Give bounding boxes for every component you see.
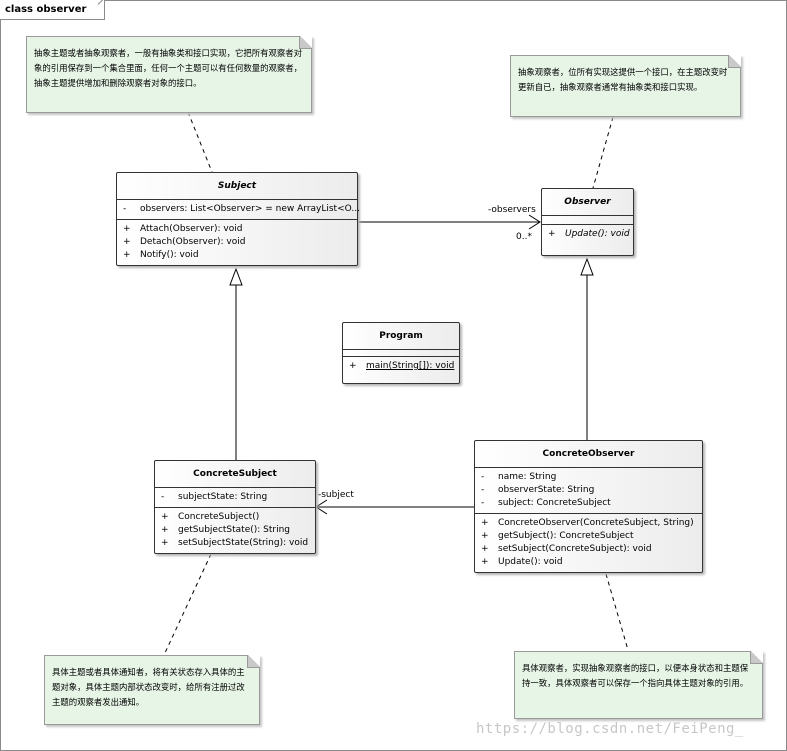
class-name: ConcreteSubject xyxy=(155,461,315,488)
operation: setSubject(ConcreteSubject): void xyxy=(498,544,652,554)
visibility: - xyxy=(481,498,485,508)
class-subject[interactable]: Subject - observers: List<Observer> = ne… xyxy=(116,172,360,266)
attribute-row: - observerState: String xyxy=(479,484,698,497)
class-program[interactable]: Program + main(String[]): void xyxy=(342,322,460,384)
visibility: + xyxy=(481,518,489,528)
class-name: ConcreteObserver xyxy=(475,441,702,468)
visibility: + xyxy=(548,229,556,239)
note-anchor-subject xyxy=(187,111,213,173)
visibility: + xyxy=(481,531,489,541)
operation: ConcreteSubject() xyxy=(178,512,260,522)
operations-compartment: + main(String[]): void xyxy=(343,356,459,383)
operation: getSubject(): ConcreteSubject xyxy=(498,531,634,541)
class-name: Subject xyxy=(117,173,357,200)
attributes-compartment: - name: String - observerState: String -… xyxy=(475,468,702,513)
class-concrete-observer[interactable]: ConcreteObserver - name: String - observ… xyxy=(474,440,703,573)
operations-compartment: + ConcreteObserver(ConcreteSubject, Stri… xyxy=(475,513,702,572)
visibility: + xyxy=(161,538,169,548)
note-text: 具体观察者，实现抽象观察者的接口，以便本身状态和主题保持一致，具体观察者可以保存… xyxy=(522,663,749,688)
visibility: + xyxy=(123,250,131,260)
operation-row: + Update(): void xyxy=(479,556,698,569)
note-fold xyxy=(728,55,741,68)
operation: Update(): void xyxy=(565,229,630,239)
note-text: 抽象观察者，位所有实现这提供一个接口，在主题改变时更新自已，抽象观察者通常有抽象… xyxy=(518,67,728,92)
arrowhead-subject xyxy=(315,499,328,515)
attribute-row: - subjectState: String xyxy=(159,491,311,504)
operation-row: + setSubject(ConcreteSubject): void xyxy=(479,543,698,556)
frame-title: class observer xyxy=(0,0,106,20)
note-concrete-subject: 具体主题或者具体通知者，将有关状态存入具体的主题对象，具体主题内部状态改变时，给… xyxy=(44,655,260,725)
visibility: + xyxy=(481,557,489,567)
operation-row: + Notify(): void xyxy=(121,249,353,262)
operation-row: + Attach(Observer): void xyxy=(121,223,353,236)
attribute: observers: List<Observer> = new ArrayLis… xyxy=(140,204,360,214)
attributes-compartment xyxy=(542,216,633,224)
visibility: + xyxy=(123,237,131,247)
attribute: name: String xyxy=(498,472,557,482)
operation-row: + ConcreteSubject() xyxy=(159,511,311,524)
visibility: - xyxy=(481,472,485,482)
operation-row: + ConcreteObserver(ConcreteSubject, Stri… xyxy=(479,517,698,530)
attribute: subjectState: String xyxy=(178,492,268,502)
operation: Notify(): void xyxy=(140,250,199,260)
operation: ConcreteObserver(ConcreteSubject, String… xyxy=(498,518,694,528)
realization-arrow-observer xyxy=(580,257,594,276)
note-anchor-concretesubject xyxy=(163,553,212,656)
watermark: https://blog.csdn.net/FeiPeng_ xyxy=(476,721,744,737)
operation-row: + Detach(Observer): void xyxy=(121,236,353,249)
note-text: 具体主题或者具体通知者，将有关状态存入具体的主题对象，具体主题内部状态改变时，给… xyxy=(52,667,245,707)
note-text: 抽象主题或者抽象观察者，一般有抽象类和接口实现，它把所有观察者对象的引用保存到一… xyxy=(34,48,302,88)
attribute-row: - observers: List<Observer> = new ArrayL… xyxy=(121,203,360,216)
operations-compartment: + ConcreteSubject() + getSubjectState():… xyxy=(155,507,315,553)
visibility: - xyxy=(123,204,127,214)
class-concrete-subject[interactable]: ConcreteSubject - subjectState: String +… xyxy=(154,460,316,554)
operation-row: + main(String[]): void xyxy=(347,360,455,373)
note-anchor-concreteobserver xyxy=(605,573,629,651)
visibility: + xyxy=(123,224,131,234)
class-name: Program xyxy=(343,323,459,350)
association-role-observers: -observers xyxy=(488,205,536,215)
note-fold xyxy=(299,36,312,49)
visibility: + xyxy=(161,525,169,535)
arrowhead-observers xyxy=(528,214,541,230)
note-anchor-observer xyxy=(592,116,614,189)
generalization-arrow-subject xyxy=(229,267,243,286)
operations-compartment: + Update(): void xyxy=(542,224,633,255)
note-fold xyxy=(750,651,763,664)
attributes-compartment: - subjectState: String xyxy=(155,488,315,507)
operation-row: + getSubject(): ConcreteSubject xyxy=(479,530,698,543)
visibility: + xyxy=(161,512,169,522)
attributes-compartment: - observers: List<Observer> = new ArrayL… xyxy=(117,200,360,219)
visibility: - xyxy=(161,492,165,502)
operation-row: + setSubjectState(String): void xyxy=(159,537,311,550)
operation: Attach(Observer): void xyxy=(140,224,243,234)
note-fold xyxy=(247,655,260,668)
note-observer: 抽象观察者，位所有实现这提供一个接口，在主题改变时更新自已，抽象观察者通常有抽象… xyxy=(510,55,741,117)
attribute: subject: ConcreteSubject xyxy=(498,498,611,508)
attribute-row: - name: String xyxy=(479,471,698,484)
association-role-subject: -subject xyxy=(318,490,354,500)
operation-row: + getSubjectState(): String xyxy=(159,524,311,537)
note-concrete-observer: 具体观察者，实现抽象观察者的接口，以便本身状态和主题保持一致，具体观察者可以保存… xyxy=(514,651,763,719)
operations-compartment: + Attach(Observer): void + Detach(Observ… xyxy=(117,219,357,265)
operation: Update(): void xyxy=(498,557,563,567)
note-subject: 抽象主题或者抽象观察者，一般有抽象类和接口实现，它把所有观察者对象的引用保存到一… xyxy=(26,36,312,113)
class-name: Observer xyxy=(542,189,633,216)
association-multiplicity: 0..* xyxy=(516,232,532,242)
operation: Detach(Observer): void xyxy=(140,237,246,247)
attribute-row: - subject: ConcreteSubject xyxy=(479,497,698,510)
class-observer[interactable]: Observer + Update(): void xyxy=(541,188,634,256)
operation: getSubjectState(): String xyxy=(178,525,291,535)
operation: main(String[]): void xyxy=(366,361,455,371)
visibility: - xyxy=(481,485,485,495)
visibility: + xyxy=(481,544,489,554)
operation: setSubjectState(String): void xyxy=(178,538,309,548)
operation-row: + Update(): void xyxy=(546,228,630,241)
visibility: + xyxy=(349,361,357,371)
attribute: observerState: String xyxy=(498,485,595,495)
